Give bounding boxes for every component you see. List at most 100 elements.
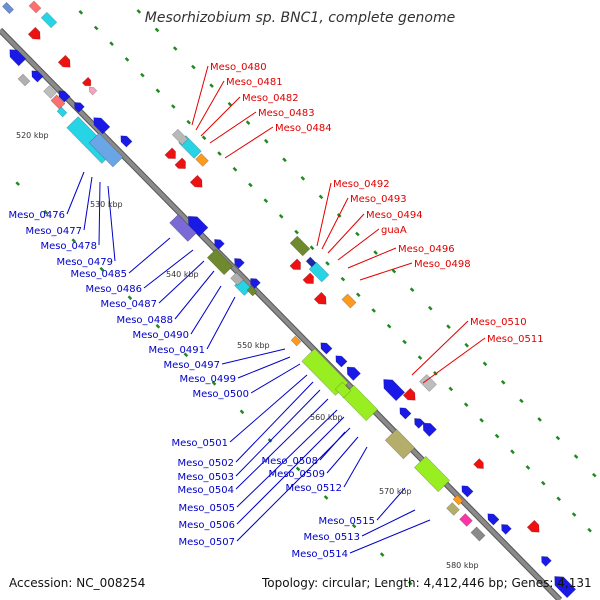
reverse-gene-box <box>169 214 197 242</box>
inner-gc-tick <box>239 409 245 415</box>
forward-gene-label-leader <box>224 126 274 159</box>
outer-skew-tick <box>318 194 324 200</box>
label-leaders <box>66 65 486 554</box>
reverse-gene-label: Meso_0502 <box>177 458 234 469</box>
reverse-gene-label: Meso_0476 <box>8 210 65 221</box>
reverse-gene-box <box>246 285 258 297</box>
outer-gc-tick <box>541 480 546 486</box>
reverse-gene-box <box>230 272 244 286</box>
reverse-gene-label-leader <box>326 436 359 474</box>
outer-gc-tick <box>340 276 346 282</box>
kbp-marker: 560 kbp <box>310 413 343 422</box>
reverse-gene-label-leader <box>361 509 416 537</box>
forward-gene-label: Meso_0511 <box>487 334 544 345</box>
outer-skew-tick <box>573 454 579 459</box>
forward-gene-label-leader <box>209 111 257 144</box>
reverse-gene-arrow <box>31 70 44 83</box>
outer-skew-tick <box>227 101 233 107</box>
forward-gene-arrow <box>289 258 301 270</box>
reverse-gene-arrow <box>58 90 71 103</box>
reverse-gene-label: Meso_0488 <box>116 315 173 326</box>
forward-gene-label: Meso_0480 <box>210 62 267 73</box>
outer-skew-tick <box>191 64 196 70</box>
outer-gc-tick <box>510 449 515 455</box>
reverse-gene-label-leader <box>128 237 171 274</box>
track-layer <box>0 27 563 600</box>
reverse-gene-label: Meso_0490 <box>132 330 189 341</box>
outer-gc-tick <box>186 119 191 125</box>
outer-gc-tick <box>587 527 592 533</box>
kbp-marker: 530 kbp <box>90 200 123 209</box>
reverse-gene-label: Meso_0477 <box>25 226 82 237</box>
forward-gene-box <box>28 0 42 14</box>
forward-gene-arrow <box>473 458 484 469</box>
reverse-gene-label-leader <box>236 409 338 508</box>
reverse-gene-box <box>459 513 473 527</box>
inner-gc-tick <box>99 266 105 272</box>
reverse-gene-label: Meso_0479 <box>56 257 113 268</box>
reverse-gene-box <box>452 494 464 506</box>
reverse-gene-label: Meso_0487 <box>100 299 157 310</box>
inner-gc-tick <box>155 323 161 329</box>
reverse-gene-label: Meso_0485 <box>70 269 127 280</box>
reverse-gene-arrow <box>487 513 500 526</box>
reverse-gene-label-leader <box>221 348 286 365</box>
outer-gc-tick <box>448 386 454 392</box>
forward-gene-box <box>419 374 437 392</box>
reverse-gene-arrow <box>461 485 474 498</box>
inner-gc-tick <box>267 438 273 443</box>
reverse-gene-label: Meso_0501 <box>171 438 228 449</box>
reverse-gene-label-leader <box>236 416 345 525</box>
reverse-gene-label-leader <box>158 260 205 304</box>
outer-gc-tick <box>201 135 207 141</box>
outer-gc-tick <box>371 308 376 313</box>
reverse-gene-box <box>43 85 57 99</box>
forward-gene-label: Meso_0496 <box>398 244 455 255</box>
reverse-gene-label: Meso_0499 <box>179 374 236 385</box>
reverse-gene-arrow <box>541 556 552 567</box>
reverse-gene-arrow <box>422 422 437 437</box>
forward-gene-arrow <box>164 147 176 159</box>
reverse-gene-box <box>384 428 416 460</box>
outer-gc-tick <box>278 214 284 219</box>
kbp-marker: 520 kbp <box>16 131 49 140</box>
forward-gene-arrow <box>174 157 186 169</box>
outer-skew-tick <box>154 27 160 33</box>
forward-gene-label: Meso_0483 <box>258 108 315 119</box>
reverse-gene-label-leader <box>229 374 308 443</box>
reverse-gene-label-leader <box>235 398 329 490</box>
inner-gc-tick <box>351 523 357 529</box>
forward-gene-label: Meso_0498 <box>414 259 471 270</box>
forward-gene-label-leader <box>191 65 209 126</box>
outer-gc-tick <box>525 465 531 470</box>
genome-backbone <box>0 28 562 600</box>
reverse-gene-arrow <box>187 215 209 237</box>
reverse-gene-arrow <box>9 49 27 67</box>
reverse-gene-label-leader <box>83 176 93 231</box>
reverse-gene-label-leader <box>319 431 346 461</box>
outer-skew-tick <box>409 287 415 292</box>
forward-gene-label-leader <box>411 320 469 376</box>
reverse-gene-box <box>470 526 486 542</box>
reverse-gene-label: Meso_0509 <box>268 469 325 480</box>
reverse-gene-arrow <box>214 239 225 250</box>
forward-pseudo-marker <box>88 86 98 96</box>
reverse-gene-label: Meso_0503 <box>177 472 234 483</box>
forward-gene-arrow <box>313 291 327 305</box>
kbp-marker: 540 kbp <box>166 270 199 279</box>
forward-gene-label: guaA <box>381 225 407 236</box>
reverse-gene-arrow <box>346 366 361 381</box>
reverse-gene-label-leader <box>98 181 101 246</box>
inner-gc-tick <box>211 381 217 386</box>
outer-gc-tick <box>263 198 269 203</box>
forward-gene-box <box>171 128 189 146</box>
forward-gene-arrow <box>189 174 203 188</box>
forward-gene-box <box>40 11 58 29</box>
outer-gc-tick <box>479 418 484 423</box>
reverse-gene-arrow <box>320 342 333 355</box>
forward-gene-label-leader <box>321 197 349 250</box>
gene-features <box>1 0 577 599</box>
forward-gene-label-leader <box>195 80 225 131</box>
